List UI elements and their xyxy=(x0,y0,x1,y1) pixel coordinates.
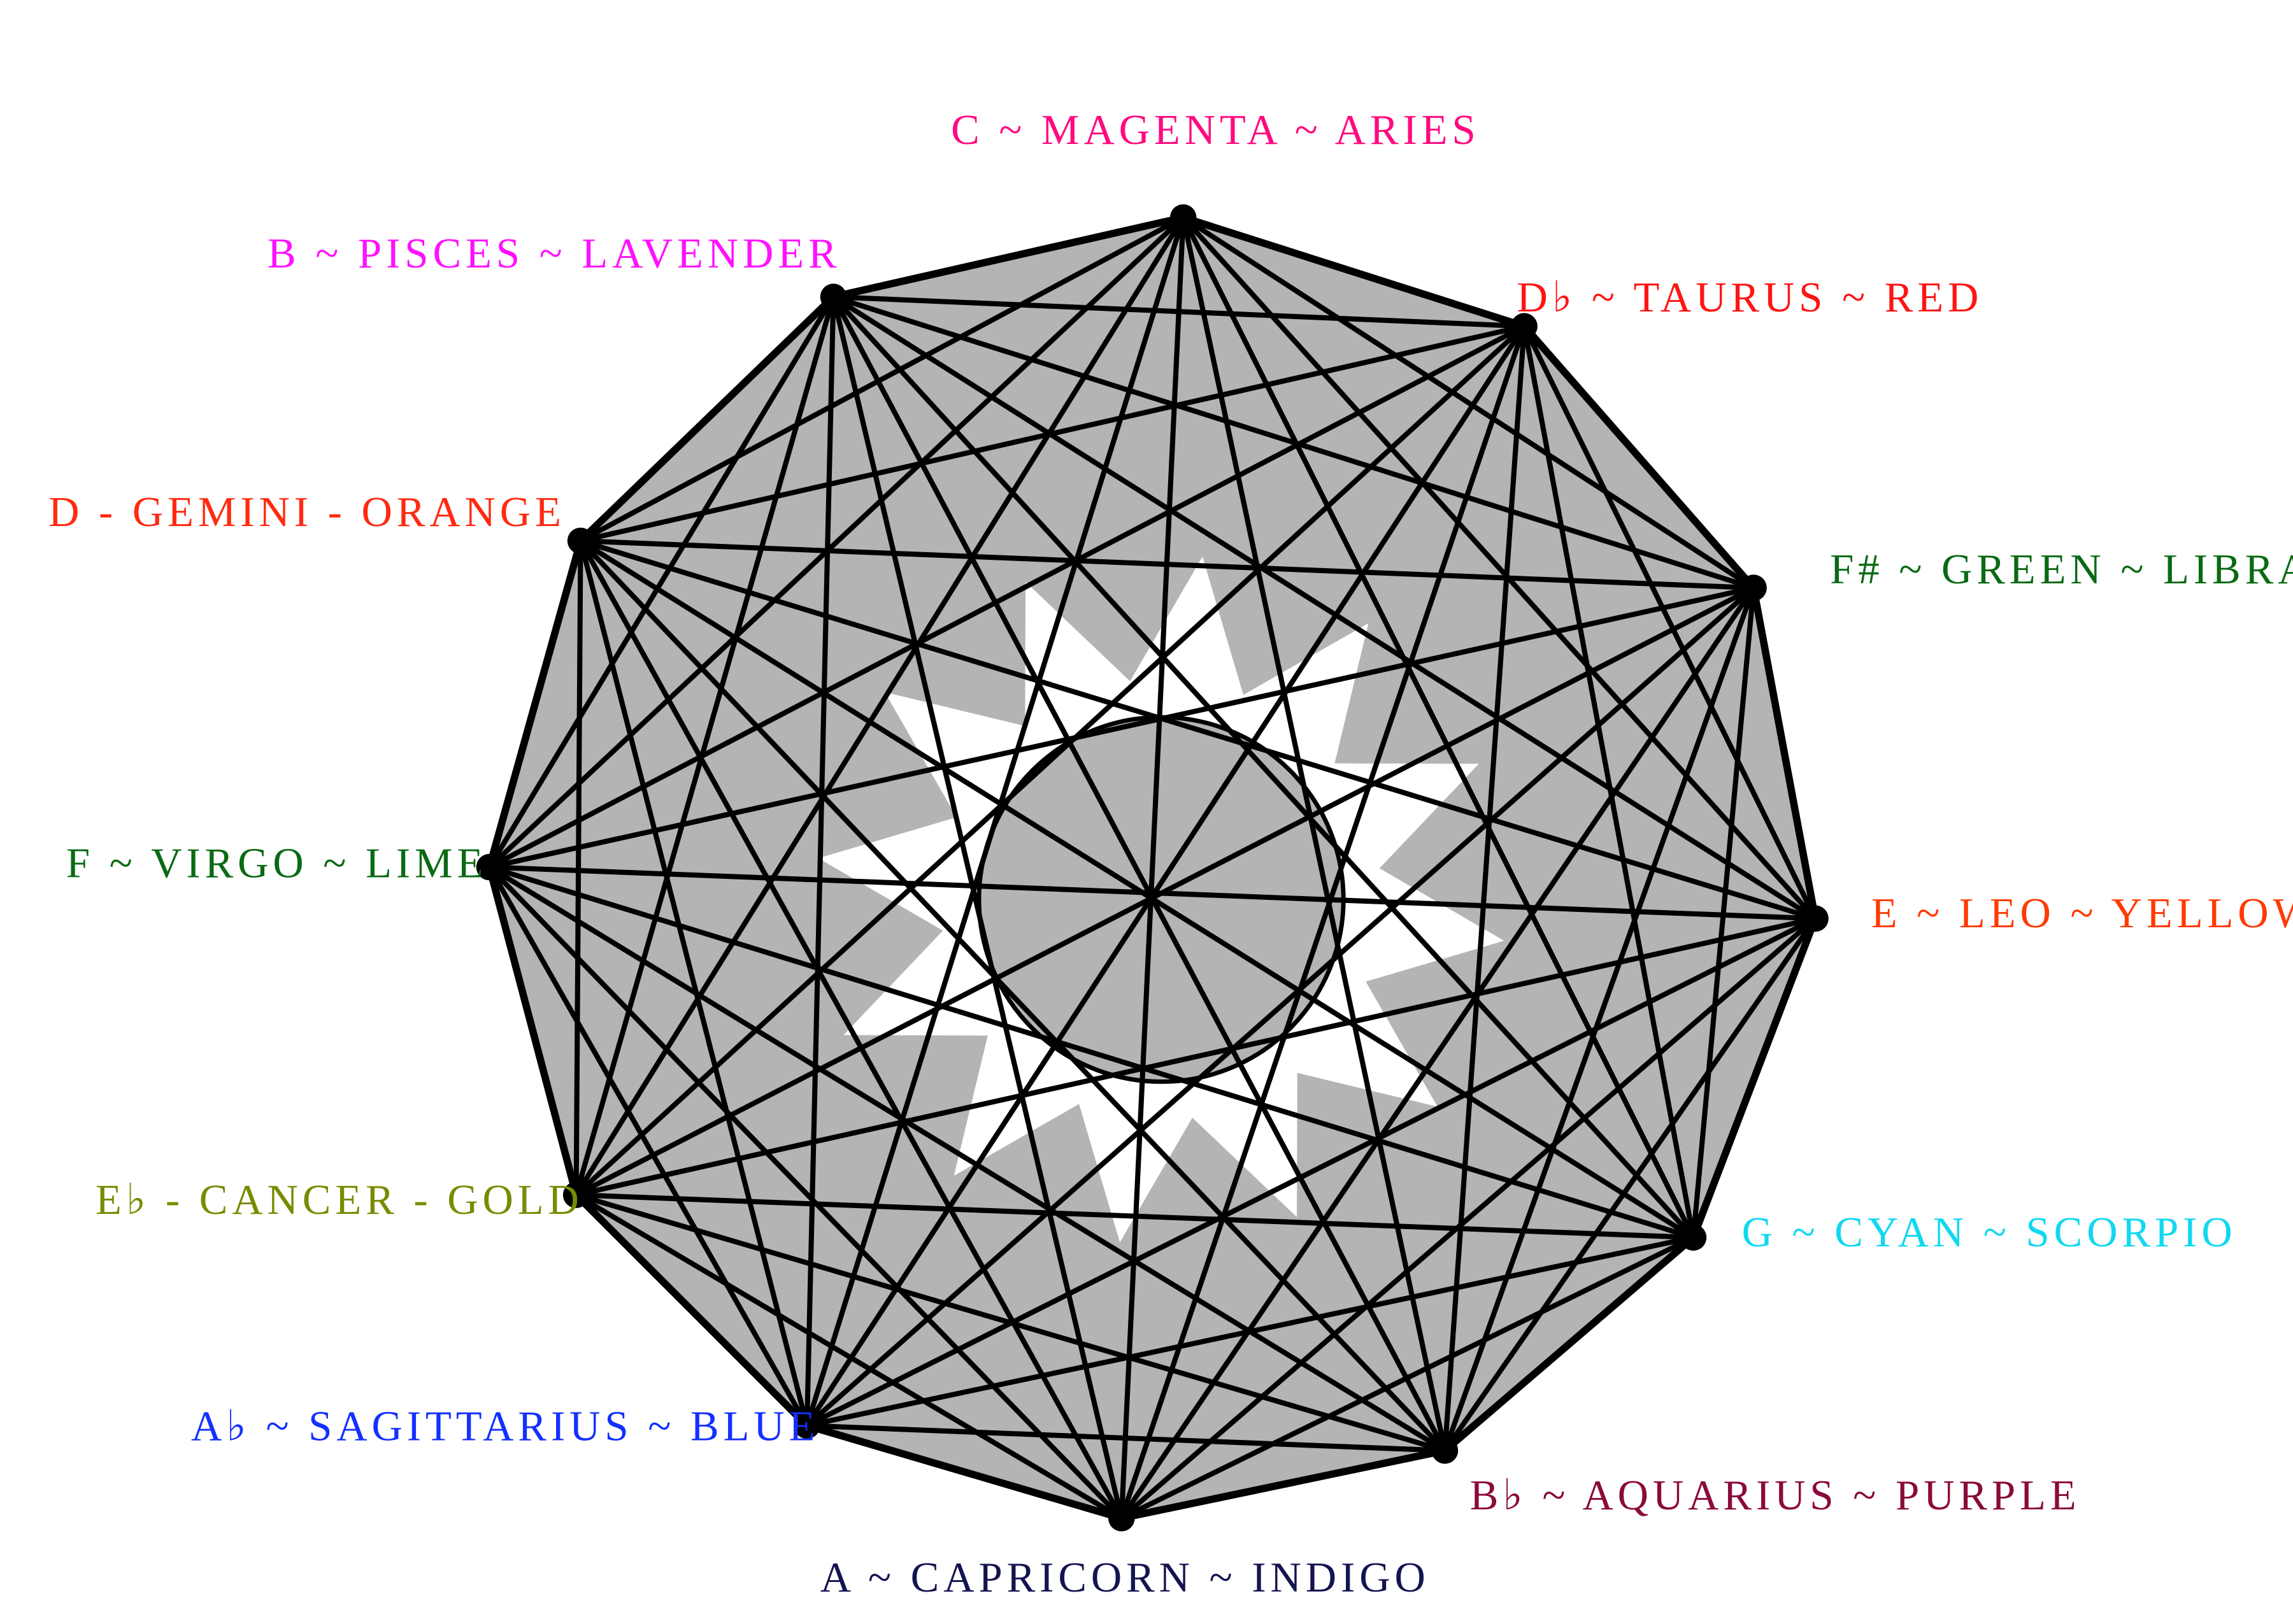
chord-G-Bb xyxy=(1443,1236,1696,1453)
chord-E-Eb xyxy=(575,916,1816,1198)
chord-Bb-B xyxy=(831,296,1448,1452)
vertex-D xyxy=(567,527,594,554)
chord-E-G xyxy=(1690,917,1818,1239)
chord-Bb-F xyxy=(488,865,1447,1453)
chord-F-B xyxy=(487,296,836,869)
label-d: D - GEMINI - ORANGE xyxy=(48,488,566,536)
chord-C-B xyxy=(832,215,1184,300)
label-g: G ~ CYAN ~ SCORPIO xyxy=(1742,1209,2237,1256)
chord-Bb-A xyxy=(1120,1448,1446,1521)
chord-D-B xyxy=(578,295,836,543)
vertex-F xyxy=(476,853,503,881)
chord-Fs-Bb xyxy=(1442,587,1756,1452)
chord-Ab-Eb xyxy=(574,1193,809,1428)
chord-C-Fs xyxy=(1182,215,1755,590)
chord-A-D xyxy=(578,539,1124,1520)
label-f: F ~ VIRGO ~ LIME xyxy=(66,840,487,887)
chord-Db-F xyxy=(488,324,1525,870)
chord-E-F xyxy=(489,864,1816,922)
chord-C-E xyxy=(1181,215,1817,921)
chord-G-Eb xyxy=(576,1192,1694,1241)
chord-A-F xyxy=(487,865,1124,1520)
chord-Fs-D xyxy=(580,538,1754,591)
chord-A-Eb xyxy=(575,1192,1123,1521)
chord-Fs-A xyxy=(1119,586,1756,1520)
label-e: E ~ LEO ~ YELLOW xyxy=(1871,890,2293,937)
label-bb: B♭ ~ AQUARIUS ~ PURPLE xyxy=(1470,1472,2081,1519)
chord-E-A xyxy=(1120,916,1817,1520)
chord-G-F xyxy=(489,864,1694,1240)
chord-Db-Eb xyxy=(574,324,1526,1197)
chord-C-A xyxy=(1118,217,1186,1519)
label-ab: A♭ ~ SAGITTARIUS ~ BLUE xyxy=(191,1403,819,1450)
label-eb: E♭ - CANCER - GOLD xyxy=(96,1176,583,1223)
vertex-Eb xyxy=(562,1181,590,1208)
vertex-Fs xyxy=(1740,574,1767,601)
chord-Fs-F xyxy=(489,585,1754,870)
chord-E-B xyxy=(832,294,1817,921)
chord-Db-B xyxy=(833,294,1525,329)
chord-C-G xyxy=(1181,216,1696,1239)
label-a: A ~ CAPRICORN ~ INDIGO xyxy=(820,1554,1430,1601)
label-c: C ~ MAGENTA ~ ARIES xyxy=(951,106,1480,153)
chord-C-D xyxy=(579,215,1185,543)
chord-C-Db xyxy=(1182,215,1525,329)
chord-Db-A xyxy=(1118,325,1527,1520)
chord-Eb-F xyxy=(487,866,579,1196)
chord-Eb-D xyxy=(573,541,583,1195)
vertex-Ab xyxy=(794,1412,820,1439)
vertex-Bb xyxy=(1431,1437,1459,1464)
chord-F-D xyxy=(487,540,583,868)
vertex-E xyxy=(1802,905,1829,932)
chord-Db-Ab xyxy=(804,325,1527,1427)
chord-Fs-Ab xyxy=(805,586,1755,1428)
vertex-C xyxy=(1169,204,1197,231)
chord-A-B xyxy=(831,296,1124,1519)
chord-C-Eb xyxy=(574,216,1186,1197)
chord-G-B xyxy=(831,295,1696,1239)
label-b: B ~ PISCES ~ LAVENDER xyxy=(268,230,841,277)
chord-Ab-B xyxy=(804,297,836,1426)
vertex-Db xyxy=(1511,313,1538,340)
vertex-points xyxy=(476,204,1829,1532)
chord-Bb-Ab xyxy=(806,1423,1445,1453)
chord-A-Ab xyxy=(806,1423,1122,1521)
label-db: D♭ ~ TAURUS ~ RED xyxy=(1517,274,1983,321)
chord-G-D xyxy=(579,538,1695,1240)
vertex-G xyxy=(1680,1224,1707,1251)
chord-E-D xyxy=(580,538,1817,922)
chord-Eb-B xyxy=(573,296,836,1196)
chord-lines xyxy=(487,215,1818,1521)
chord-E-Ab xyxy=(806,916,1817,1428)
chord-Db-E xyxy=(1522,325,1818,920)
chord-Db-Fs xyxy=(1522,324,1756,590)
chord-Db-G xyxy=(1522,325,1696,1238)
chord-Bb-D xyxy=(578,539,1447,1453)
label-fs: F# ~ GREEN ~ LIBRA xyxy=(1830,546,2293,593)
chord-Ab-F xyxy=(487,865,810,1427)
chord-Fs-E xyxy=(1751,587,1818,920)
vertex-B xyxy=(820,283,847,310)
chord-Ab-D xyxy=(578,540,810,1427)
chord-E-Bb xyxy=(1443,917,1818,1452)
vertex-A xyxy=(1108,1505,1135,1532)
chord-Fs-B xyxy=(832,294,1755,590)
chord-C-F xyxy=(487,215,1185,869)
